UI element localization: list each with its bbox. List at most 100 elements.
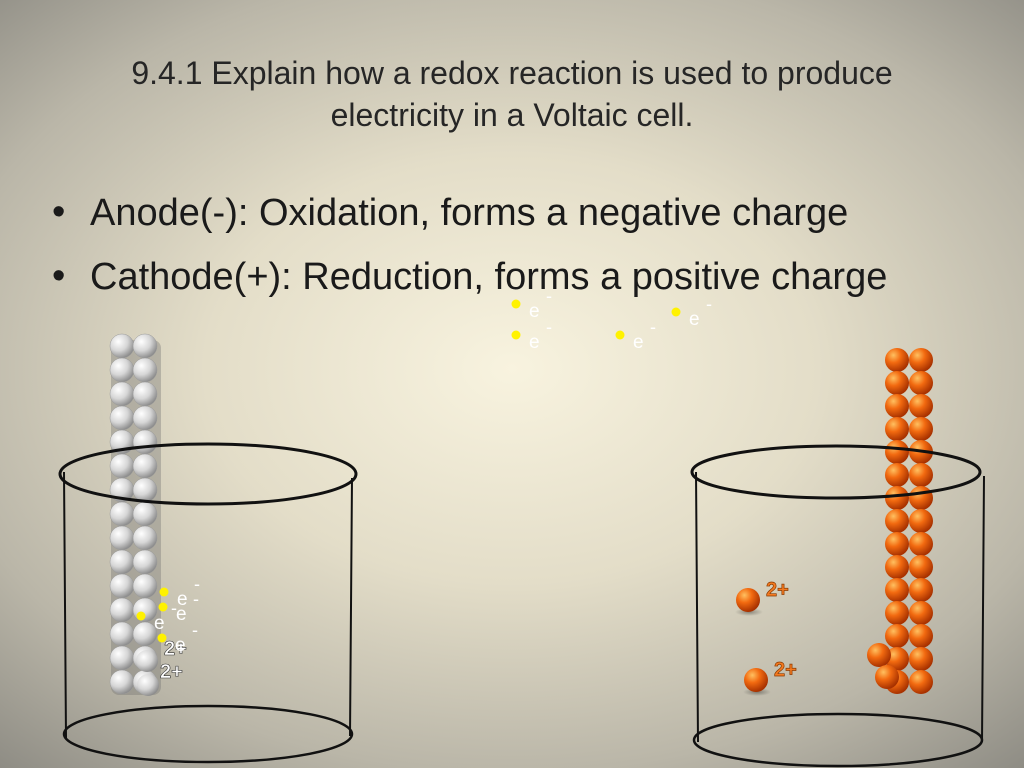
electron-charge: - xyxy=(546,317,552,337)
electron-symbol: e xyxy=(177,589,188,610)
zinc-atom xyxy=(109,669,135,695)
slide-title: 9.4.1 Explain how a redox reaction is us… xyxy=(40,52,984,136)
electron-charge: - xyxy=(193,589,199,609)
electron: e- xyxy=(157,620,198,656)
copper-atom xyxy=(909,486,933,510)
electron: e- xyxy=(159,574,200,610)
cathode-beaker-rim xyxy=(690,444,982,500)
electron: e- xyxy=(511,286,552,322)
copper-atom xyxy=(885,578,909,602)
zinc-atom xyxy=(109,597,135,623)
zinc-atom xyxy=(132,525,158,551)
copper-atom xyxy=(909,394,933,418)
copper-atom xyxy=(909,555,933,579)
copper-atom xyxy=(909,578,933,602)
zinc-atom xyxy=(132,477,158,503)
ion-charge-label: 2+ xyxy=(766,579,789,601)
zinc-atom xyxy=(109,381,135,407)
electron: e- xyxy=(136,598,177,634)
zinc-atom xyxy=(109,453,135,479)
zinc-atom xyxy=(109,621,135,647)
zinc-atom xyxy=(109,405,135,431)
zinc-atom xyxy=(132,549,158,575)
anode-beaker xyxy=(62,471,354,764)
zinc-atom xyxy=(132,333,158,359)
electron-dot xyxy=(511,299,521,309)
copper-atom xyxy=(885,647,909,671)
copper-ion xyxy=(744,668,768,692)
electron-dot xyxy=(136,611,146,621)
cathode-ions: 2+ 2+ xyxy=(735,579,899,696)
copper-atom xyxy=(909,601,933,625)
electron-charge: - xyxy=(171,598,177,618)
copper-atom xyxy=(885,394,909,418)
zinc-atom xyxy=(109,357,135,383)
zinc-atom xyxy=(132,453,158,479)
copper-atom xyxy=(909,371,933,395)
copper-atom xyxy=(885,348,909,372)
zinc-atom xyxy=(132,357,158,383)
copper-atom xyxy=(909,624,933,648)
zinc-atom xyxy=(109,333,135,359)
ion-charge-label: 2+ xyxy=(774,659,797,681)
electron-charge: - xyxy=(192,620,198,640)
cathode-copper-electrode xyxy=(885,348,933,694)
electron-dot xyxy=(157,633,167,643)
zinc-atom xyxy=(109,645,135,671)
copper-atom xyxy=(885,371,909,395)
bullet-anode-text: Anode(-): Oxidation, forms a negative ch… xyxy=(90,192,849,234)
electron-dot xyxy=(159,587,169,597)
electron-symbol: e xyxy=(689,309,700,330)
copper-atom xyxy=(909,647,933,671)
title-line-1: 9.4.1 Explain how a redox reaction is us… xyxy=(131,55,893,91)
anode-ions: 2+ 2+ xyxy=(136,638,187,696)
anode-beaker-rim xyxy=(58,442,358,506)
copper-atom xyxy=(885,440,909,464)
zinc-atom xyxy=(132,381,158,407)
electron-symbol: e xyxy=(175,635,186,656)
electron-symbol: e xyxy=(154,613,165,634)
zinc-atom xyxy=(109,549,135,575)
zinc-atom xyxy=(109,501,135,527)
copper-atom xyxy=(885,624,909,648)
cathode-beaker-bottom xyxy=(692,712,984,768)
zinc-atom xyxy=(109,525,135,551)
electron-dot xyxy=(671,307,681,317)
electron-charge: - xyxy=(650,317,656,337)
electron-charge: - xyxy=(194,574,200,594)
bullet-dot-icon: • xyxy=(52,255,66,297)
electron-symbol: e xyxy=(176,604,187,625)
zinc-atom xyxy=(132,501,158,527)
copper-atom xyxy=(909,509,933,533)
copper-atom xyxy=(885,486,909,510)
electron: e- xyxy=(615,317,656,353)
anode-beaker-bottom xyxy=(62,704,354,764)
bullet-dot-icon: • xyxy=(52,191,66,233)
copper-atom xyxy=(885,463,909,487)
zinc-ion xyxy=(136,650,158,672)
cathode-beaker xyxy=(692,471,985,768)
copper-ion xyxy=(875,665,899,689)
electron-charge: - xyxy=(706,294,712,314)
electron: e- xyxy=(511,317,552,353)
electron: e- xyxy=(671,294,712,330)
copper-atom xyxy=(909,463,933,487)
copper-atom xyxy=(885,532,909,556)
bullet-cathode-text: Cathode(+): Reduction, forms a positive … xyxy=(90,256,888,298)
electron-symbol: e xyxy=(529,332,540,353)
zinc-atom xyxy=(109,573,135,599)
bullet-anode: • Anode(-): Oxidation, forms a negative … xyxy=(52,190,887,236)
zinc-atom xyxy=(132,429,158,455)
electron-charge: - xyxy=(546,286,552,306)
ion-charge-label: 2+ xyxy=(164,638,187,660)
electron-dot xyxy=(158,602,168,612)
electron-symbol: e xyxy=(633,332,644,353)
copper-atom xyxy=(909,532,933,556)
zinc-atom xyxy=(132,405,158,431)
copper-atom xyxy=(909,670,933,694)
bullet-cathode: • Cathode(+): Reduction, forms a positiv… xyxy=(52,254,887,300)
copper-ion xyxy=(736,588,760,612)
electron: e- xyxy=(158,589,199,625)
copper-atom xyxy=(909,417,933,441)
